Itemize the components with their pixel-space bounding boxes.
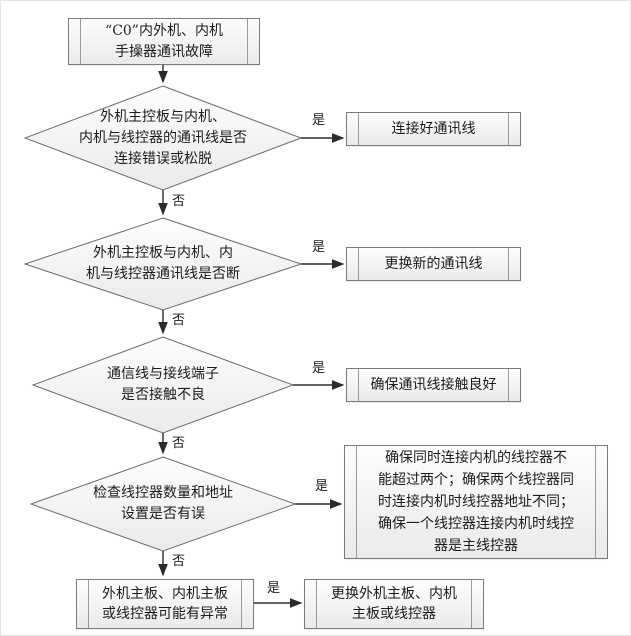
decision-1-text: 外机主控板与内机、 内机与线控器的通讯线是否 连接错误或松脱 — [79, 108, 247, 167]
decision-4-text: 检查线控器数量和地址 设置是否有误 — [93, 485, 233, 522]
action-connect-comm-line: 连接好通讯线 — [346, 112, 521, 146]
action-controller-count-rules: 确保同时连接内机的线控器不 能超过两个；确保两个线控器同 时连接内机时线控器地址… — [344, 445, 608, 559]
decision-2-text: 外机主控板与内机、内 机与线控器通讯线是否断 — [86, 245, 240, 282]
label-yes-d3: 是 — [312, 361, 326, 376]
end-abnormal-boards: 外机主板、内机主板 或线控器可能有异常 — [76, 579, 254, 629]
label-no-d3: 否 — [172, 436, 186, 451]
label-yes-end1: 是 — [267, 581, 281, 596]
label-no-d2: 否 — [172, 313, 186, 328]
label-yes-d2: 是 — [312, 240, 326, 255]
action-replace-comm-line: 更换新的通讯线 — [346, 247, 521, 281]
label-yes-d1: 是 — [312, 113, 326, 128]
end-replace-boards: 更换外机主板、内机 主板或线控器 — [304, 579, 484, 629]
decision-3-text: 通信线与接线端子 是否接触不良 — [107, 366, 219, 403]
label-no-d1: 否 — [172, 194, 186, 209]
start-node: “C0”内外机、内机 手操器通讯故障 — [68, 18, 260, 65]
label-yes-d4: 是 — [315, 479, 329, 494]
label-no-d4: 否 — [172, 554, 186, 569]
action-ensure-contact: 确保通讯线接触良好 — [346, 368, 521, 402]
